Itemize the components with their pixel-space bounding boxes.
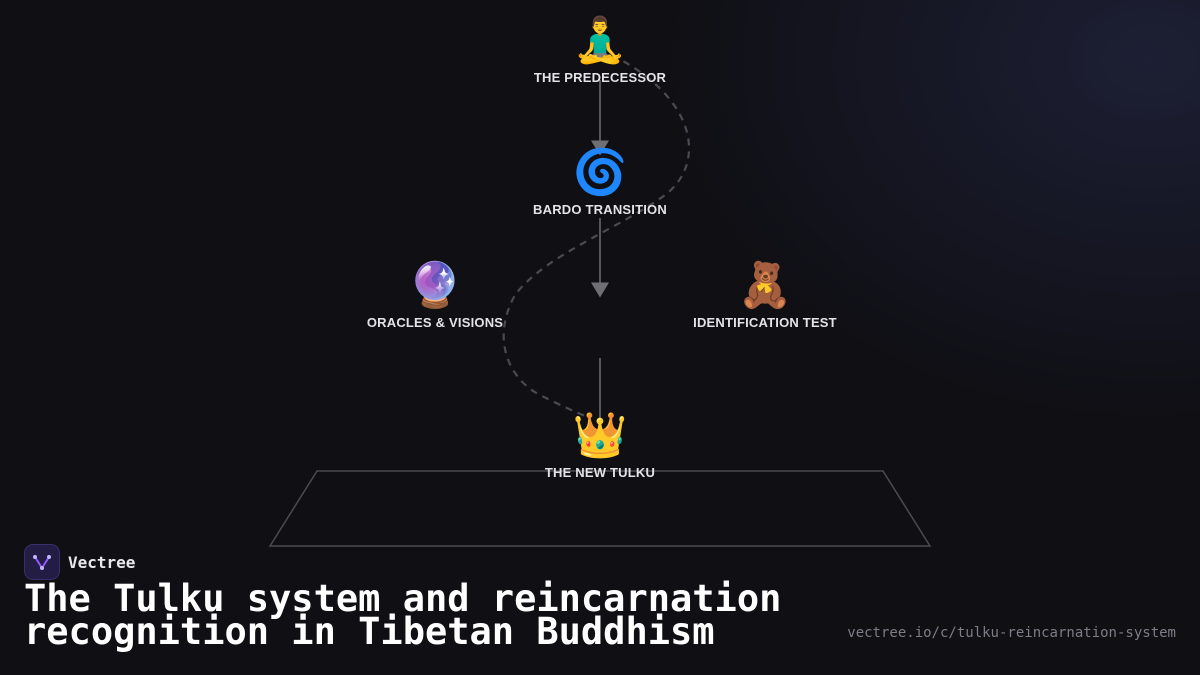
node-label: THE NEW TULKU xyxy=(544,465,656,480)
vectree-logo-icon xyxy=(24,544,60,580)
node-label: BARDO TRANSITION xyxy=(533,202,667,217)
pedestal-outline xyxy=(268,470,932,547)
node-label: ORACLES & VISIONS xyxy=(366,315,504,330)
node-label: IDENTIFICATION TEST xyxy=(693,315,837,330)
brand-name: Vectree xyxy=(68,552,136,572)
brand: Vectree xyxy=(24,544,135,580)
node-identification-test: 🧸 IDENTIFICATION TEST xyxy=(635,260,895,331)
node-bardo-transition: 🌀 BARDO TRANSITION xyxy=(470,147,730,218)
teddy-bear-icon: 🧸 xyxy=(737,260,793,311)
crystal-ball-icon: 🔮 xyxy=(407,260,463,311)
page-title: The Tulku system and reincarnation recog… xyxy=(24,577,782,653)
spiral-icon: 🌀 xyxy=(572,147,628,198)
crown-icon: 👑 xyxy=(572,410,628,461)
meditating-person-icon: 🧘‍♂️ xyxy=(572,15,628,66)
source-url[interactable]: vectree.io/c/tulku-reincarnation-system xyxy=(847,625,1176,641)
node-predecessor: 🧘‍♂️ THE PREDECESSOR xyxy=(470,15,730,86)
node-label: THE PREDECESSOR xyxy=(533,70,667,85)
node-oracles-visions: 🔮 ORACLES & VISIONS xyxy=(305,260,565,331)
lineage-dashed-path xyxy=(502,54,691,420)
node-new-tulku: 👑 THE NEW TULKU xyxy=(470,410,730,481)
